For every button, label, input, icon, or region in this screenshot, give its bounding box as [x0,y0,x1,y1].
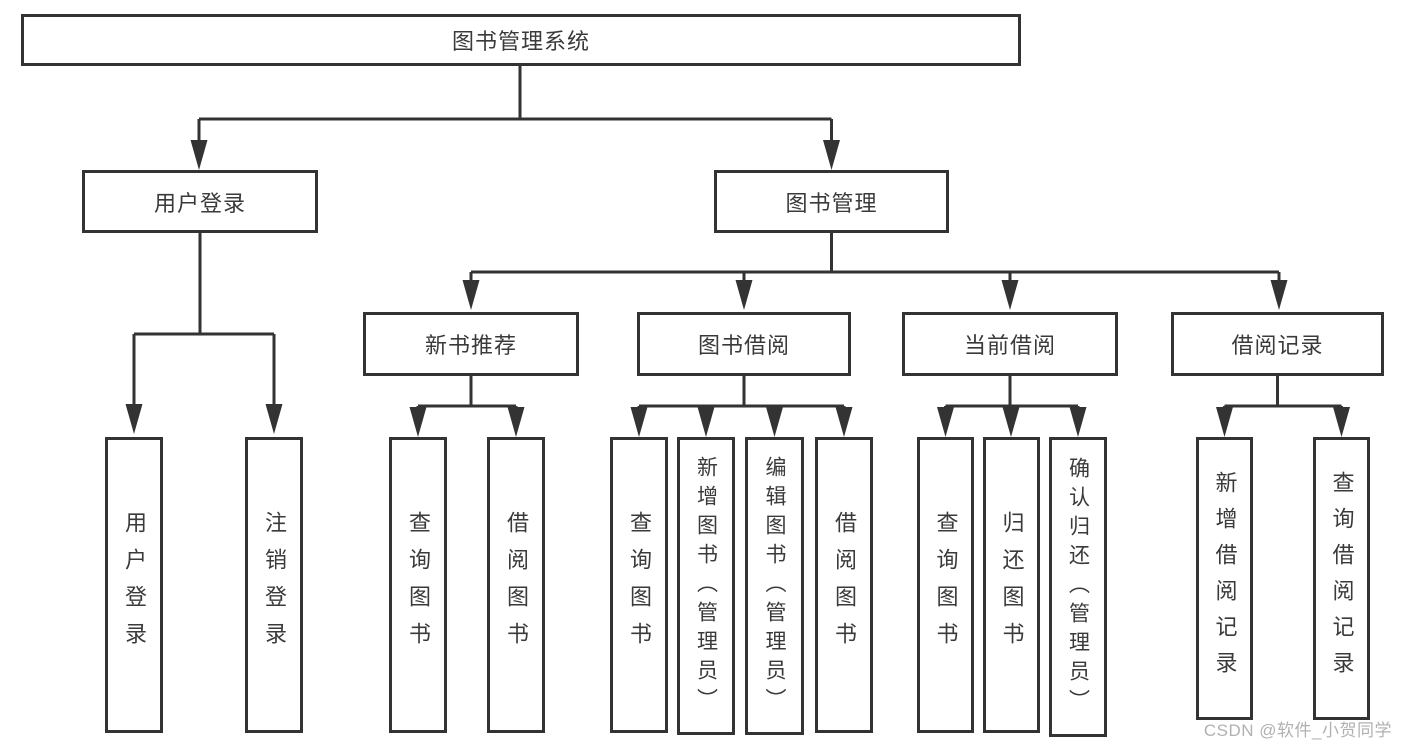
leaf-query-books-3: 查询图书 [917,437,974,733]
leaf-borrow-books-1: 借阅图书 [487,437,545,733]
node-book-management: 图书管理 [714,170,949,233]
leaf-confirm-return-admin: 确认归还（管理员） [1049,437,1107,737]
leaf-add-books-admin: 新增图书（管理员） [677,437,735,735]
node-borrowing-records: 借阅记录 [1171,312,1384,376]
node-current-borrowing: 当前借阅 [902,312,1118,376]
leaf-borrow-books-2: 借阅图书 [815,437,873,733]
leaf-logout-login: 注销登录 [245,437,303,733]
node-library-system: 图书管理系统 [21,14,1021,66]
node-user-login: 用户登录 [82,170,318,233]
leaf-edit-books-admin: 编辑图书（管理员） [745,437,804,735]
csdn-watermark: CSDN @软件_小贺同学 [1203,721,1392,740]
node-new-book-recommend: 新书推荐 [363,312,579,376]
leaf-return-books: 归还图书 [983,437,1040,733]
leaf-query-books-1: 查询图书 [389,437,447,733]
leaf-add-borrow-record: 新增借阅记录 [1196,437,1253,720]
leaf-user-login: 用户登录 [105,437,163,733]
node-book-borrowing: 图书借阅 [637,312,851,376]
leaf-query-borrow-record: 查询借阅记录 [1313,437,1370,720]
leaf-query-books-2: 查询图书 [610,437,668,733]
